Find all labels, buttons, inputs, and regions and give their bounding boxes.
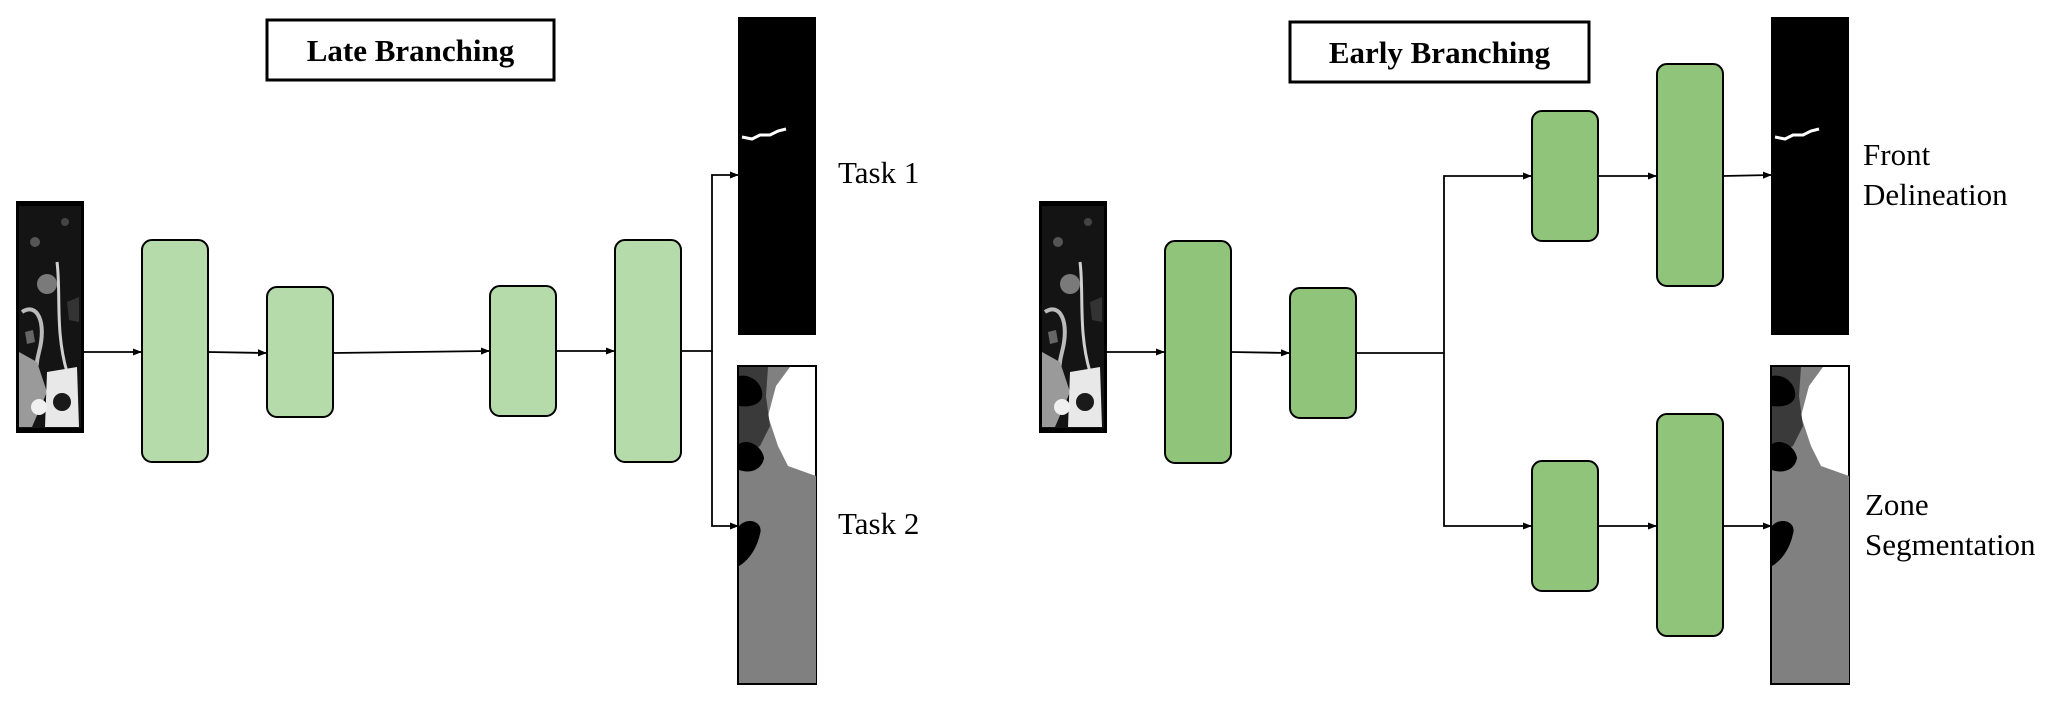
- early-zone-decoder-block-1: [1531, 460, 1599, 592]
- early-front-mask: [1769, 15, 1851, 337]
- late-encoder-block-1: [141, 239, 209, 463]
- early-branching-title: Early Branching: [1329, 35, 1551, 70]
- late-encoder-block-2: [266, 286, 334, 418]
- late-output-label-2: Task 2: [838, 506, 919, 541]
- early-output-label-1-line1: Front: [1863, 137, 1931, 172]
- early-output-label-2-line1: Zone: [1865, 487, 1929, 522]
- late-output-label-1: Task 1: [838, 155, 919, 190]
- late-arrows: [83, 171, 739, 530]
- late-task2-mask: [737, 365, 817, 685]
- early-output-label-1-line2: Delineation: [1863, 177, 2008, 212]
- early-arrows: [1106, 171, 1772, 530]
- early-zone-mask: [1770, 365, 1850, 685]
- early-zone-decoder-block-2: [1656, 413, 1724, 637]
- late-branching-panel: Late Branching Task 1 Task 2: [15, 15, 919, 685]
- early-front-decoder-block-2: [1656, 63, 1724, 287]
- late-branching-title-box: Late Branching: [265, 18, 556, 82]
- late-input-image: [15, 200, 85, 434]
- late-branching-title: Late Branching: [307, 33, 515, 68]
- early-output-label-2-line2: Segmentation: [1865, 527, 2036, 562]
- early-branching-panel: Early Branching Front Delineation Zone S…: [1038, 15, 2036, 685]
- early-front-decoder-block-1: [1531, 110, 1599, 242]
- early-input-image: [1038, 200, 1108, 434]
- late-decoder-block-2: [614, 239, 682, 463]
- late-task1-mask: [736, 15, 818, 337]
- early-branching-title-box: Early Branching: [1288, 20, 1591, 84]
- early-encoder-block-2: [1289, 287, 1357, 419]
- late-decoder-block-1: [489, 285, 557, 417]
- early-encoder-block-1: [1164, 240, 1232, 464]
